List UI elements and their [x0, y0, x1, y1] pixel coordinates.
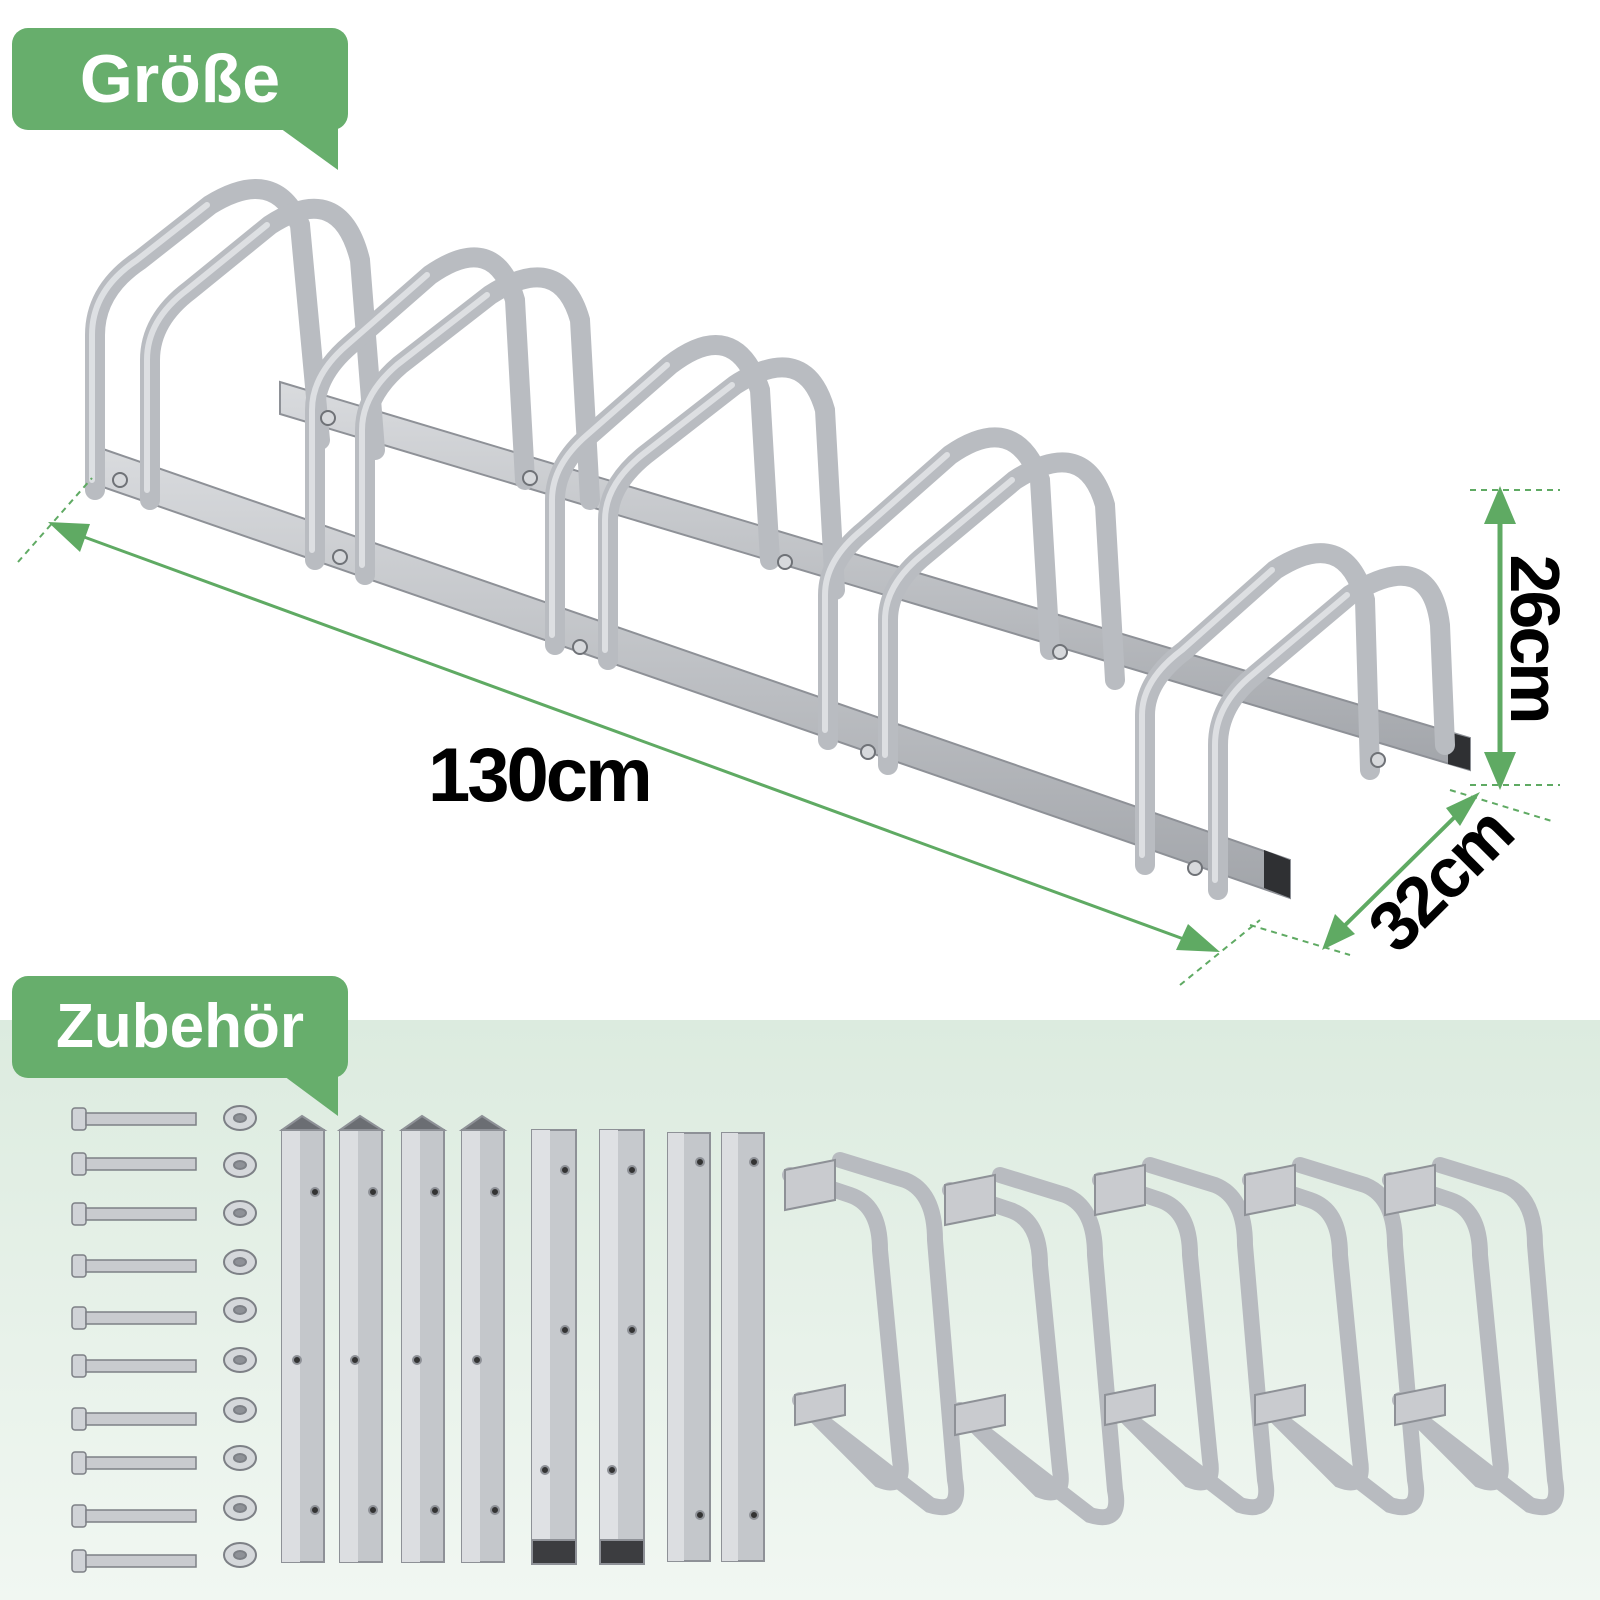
nut	[223, 1297, 257, 1323]
nut	[223, 1347, 257, 1373]
bolt	[71, 1354, 197, 1378]
end-tube	[599, 1129, 645, 1565]
size-section-tag: Größe	[12, 28, 348, 130]
bolt	[71, 1254, 197, 1278]
nut	[223, 1105, 257, 1131]
bolt	[71, 1306, 197, 1330]
long-tube	[278, 1114, 328, 1563]
beam-bolts	[112, 410, 1386, 876]
loose-hoop	[1272, 1157, 1425, 1516]
length-arrow-head-right	[1176, 924, 1220, 952]
height-arrow-head-bottom	[1484, 752, 1516, 790]
depth-arrow-head-bottom	[1322, 914, 1355, 950]
bolt-column	[71, 1107, 197, 1573]
short-tube	[667, 1132, 711, 1562]
bolt	[71, 1152, 197, 1176]
length-dimension-label: 130cm	[428, 733, 653, 818]
nut	[223, 1397, 257, 1423]
short-tube	[721, 1132, 765, 1562]
short-tubes	[667, 1132, 765, 1562]
bolt	[71, 1549, 197, 1573]
bolt	[71, 1407, 197, 1431]
loose-hoop	[812, 1152, 965, 1516]
accessories-background	[0, 1020, 1600, 1600]
long-tubes	[278, 1114, 508, 1563]
bolt	[71, 1202, 197, 1226]
end-tube	[531, 1129, 577, 1565]
size-tag-pointer	[280, 128, 338, 170]
depth-dimension-line	[1328, 800, 1472, 942]
accessories-section-label: Zubehör	[56, 992, 304, 1061]
front-beam-end-cap	[1264, 850, 1290, 898]
rack-hoop	[85, 179, 330, 500]
dimension-lines	[17, 477, 1560, 986]
loose-hoop	[1412, 1157, 1565, 1516]
nut	[223, 1542, 257, 1568]
loose-hoop	[1122, 1157, 1275, 1516]
depth-arrow-head-top	[1446, 792, 1480, 826]
long-tube	[398, 1114, 448, 1563]
nut-column	[223, 1105, 257, 1568]
long-tube	[458, 1114, 508, 1563]
end-tubes	[531, 1129, 645, 1565]
loose-hoops	[782, 1152, 1565, 1526]
hoop-mount-plates	[784, 1158, 1446, 1437]
size-section-label: Größe	[79, 41, 281, 117]
height-dimension-label: 26cm	[1496, 554, 1574, 722]
bolt	[71, 1504, 197, 1528]
length-arrow-head-left	[48, 522, 90, 552]
long-tube	[336, 1114, 386, 1563]
nut	[223, 1445, 257, 1471]
accessories-tag-pointer	[284, 1076, 338, 1116]
bolt	[71, 1107, 197, 1131]
accessories-section-tag: Zubehör	[12, 976, 348, 1078]
nut	[223, 1495, 257, 1521]
nut	[223, 1152, 257, 1178]
length-dimension-line	[64, 528, 1201, 947]
bolt	[71, 1451, 197, 1475]
nut	[223, 1249, 257, 1275]
loose-hoop	[972, 1167, 1125, 1526]
nut	[223, 1200, 257, 1226]
height-arrow-head-top	[1484, 486, 1516, 524]
